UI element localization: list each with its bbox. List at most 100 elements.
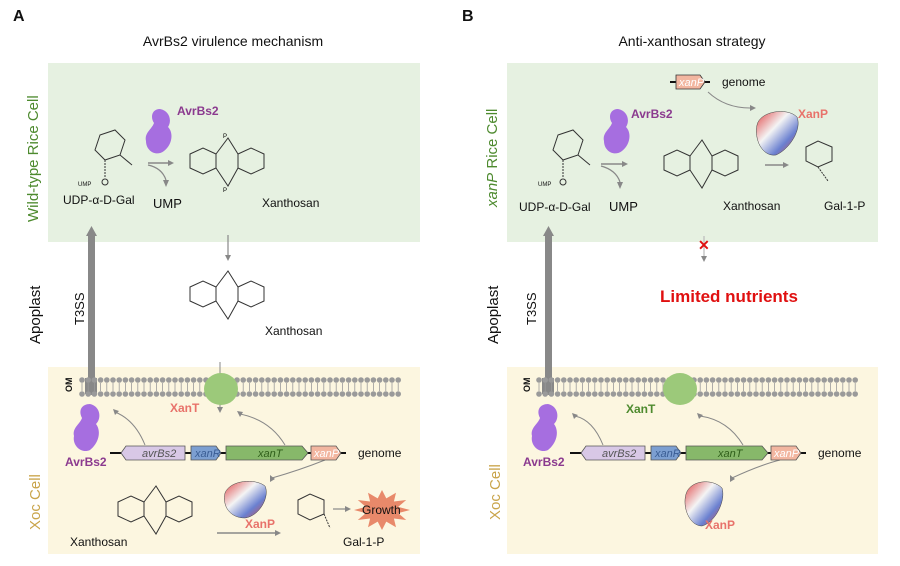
- lipid-head: [579, 391, 586, 397]
- gene-xanr: xanR: [650, 445, 682, 461]
- lipid-head: [542, 377, 548, 383]
- lipid-head: [716, 377, 722, 383]
- panel-a-xanp-label: XanP: [245, 517, 276, 531]
- lipid-head: [833, 377, 840, 383]
- lipid-head: [604, 391, 610, 397]
- panel-b-rice-genome-label: genome: [722, 75, 766, 89]
- lipid-head: [592, 377, 598, 383]
- lipid-head: [784, 377, 790, 383]
- lipid-head: [395, 391, 402, 397]
- lipid-head: [759, 377, 765, 383]
- lipid-head: [840, 391, 846, 397]
- lipid-head: [308, 391, 315, 397]
- lipid-head: [259, 391, 265, 397]
- panel-a-outer-membrane: [79, 377, 402, 397]
- lipid-head: [296, 391, 302, 397]
- lipid-head: [598, 377, 604, 383]
- panel-a-ump-label: UMP: [153, 196, 182, 211]
- lipid-head: [647, 377, 654, 383]
- lipid-head: [728, 377, 734, 383]
- lipid-head: [554, 391, 561, 397]
- lipid-head: [654, 377, 660, 383]
- lipid-head: [91, 391, 98, 397]
- lipid-head: [147, 391, 153, 397]
- lipid-head: [740, 377, 747, 383]
- gene-xant: xanT: [225, 445, 309, 461]
- panel-b-xant-label: XanT: [626, 402, 656, 416]
- lipid-head: [141, 377, 147, 383]
- lipid-head: [116, 391, 122, 397]
- lipid-head: [771, 377, 778, 383]
- lipid-head: [567, 377, 573, 383]
- lipid-head: [85, 377, 91, 383]
- lipid-head: [542, 391, 548, 397]
- panel-a-xanthosan-label-apoplast: Xanthosan: [265, 324, 323, 338]
- lipid-head: [697, 391, 703, 397]
- svg-text:xanP: xanP: [773, 448, 800, 460]
- lipid-head: [536, 377, 542, 383]
- lipid-head: [778, 377, 784, 383]
- lipid-head: [277, 377, 284, 383]
- lipid-head: [846, 377, 852, 383]
- panel-b-avrbs2-label-rice: AvrBs2: [631, 107, 673, 121]
- lipid-head: [166, 391, 172, 397]
- lipid-head: [771, 391, 778, 397]
- lipid-head: [314, 377, 321, 383]
- lipid-head: [141, 391, 147, 397]
- lipid-head: [339, 391, 346, 397]
- panel-b-xanp-label-xoc: XanP: [705, 518, 736, 532]
- panel-a-avrbs2-label-xoc: AvrBs2: [65, 455, 107, 469]
- panel-a-gal1p-label: Gal-1-P: [343, 535, 385, 549]
- lipid-head: [585, 391, 592, 397]
- panel-b-xanp-protein-rice: [756, 111, 799, 156]
- lipid-head: [610, 377, 617, 383]
- lipid-head: [802, 377, 809, 383]
- lipid-head: [104, 377, 110, 383]
- lipid-head: [79, 377, 85, 383]
- lipid-head: [333, 377, 339, 383]
- lipid-head: [759, 391, 765, 397]
- lipid-head: [592, 391, 598, 397]
- lipid-head: [370, 377, 377, 383]
- panel-a-xanp-protein: [224, 481, 267, 519]
- lipid-head: [778, 391, 784, 397]
- lipid-head: [333, 391, 339, 397]
- lipid-head: [302, 391, 308, 397]
- svg-text:xanR: xanR: [654, 448, 681, 460]
- panel-a-udp-gal-label: UDP-α-D-Gal: [63, 193, 135, 207]
- lipid-head: [747, 391, 753, 397]
- lipid-head: [573, 377, 579, 383]
- svg-text:P: P: [223, 134, 227, 140]
- gene-avrbs2: avrBs2: [580, 445, 646, 461]
- panel-a-ump-small: UMP: [78, 182, 92, 188]
- lipid-head: [765, 391, 772, 397]
- lipid-head: [629, 391, 635, 397]
- lipid-head: [802, 391, 809, 397]
- svg-text:xanR: xanR: [194, 448, 221, 460]
- lipid-head: [827, 391, 834, 397]
- lipid-head: [327, 391, 333, 397]
- panel-b-gal1p-structure: [805, 140, 833, 182]
- lipid-head: [697, 377, 703, 383]
- gene-xanr: xanR: [190, 445, 222, 461]
- panel-a-gal1p-structure: [297, 493, 331, 529]
- lipid-head: [635, 391, 641, 397]
- panel-b-ump-small: UMP: [538, 182, 552, 188]
- panel-a-udp-gal-structure: [94, 129, 133, 186]
- panel-b-limited-nutrients: Limited nutrients: [660, 287, 798, 306]
- lipid-head: [573, 391, 579, 397]
- lipid-head: [395, 377, 402, 383]
- panel-a-xanthosan-structure-xoc: [117, 485, 193, 535]
- lipid-head: [246, 377, 253, 383]
- lipid-head: [321, 391, 327, 397]
- lipid-head: [821, 391, 827, 397]
- lipid-head: [159, 377, 166, 383]
- lipid-head: [548, 377, 555, 383]
- lipid-head: [389, 377, 395, 383]
- lipid-head: [623, 391, 629, 397]
- lipid-head: [265, 391, 271, 397]
- lipid-head: [135, 377, 141, 383]
- panel-b-avrbs2-protein-rice: [603, 109, 630, 154]
- lipid-head: [345, 391, 352, 397]
